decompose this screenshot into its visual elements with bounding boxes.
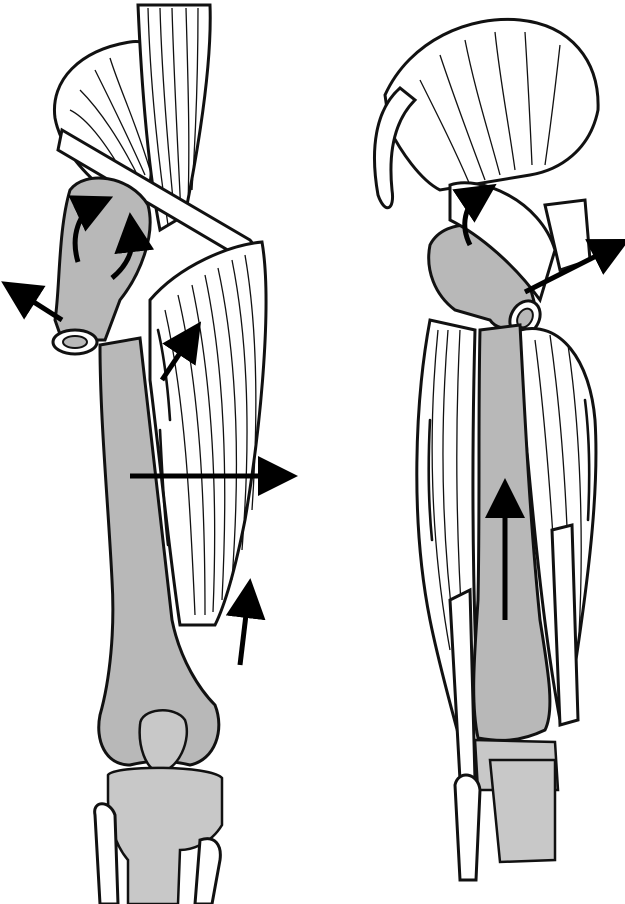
right-fibula bbox=[455, 775, 480, 880]
left-hip-bone bbox=[55, 178, 150, 340]
right-tendon-lateral bbox=[450, 590, 475, 780]
left-leg-view bbox=[18, 5, 278, 904]
right-leg-view bbox=[374, 19, 612, 880]
left-fibula-lower bbox=[195, 839, 220, 904]
right-pelvis-crest bbox=[385, 19, 598, 190]
arrow-vertical-left bbox=[240, 598, 248, 665]
right-tibia bbox=[490, 760, 555, 862]
left-fibula bbox=[95, 804, 118, 904]
